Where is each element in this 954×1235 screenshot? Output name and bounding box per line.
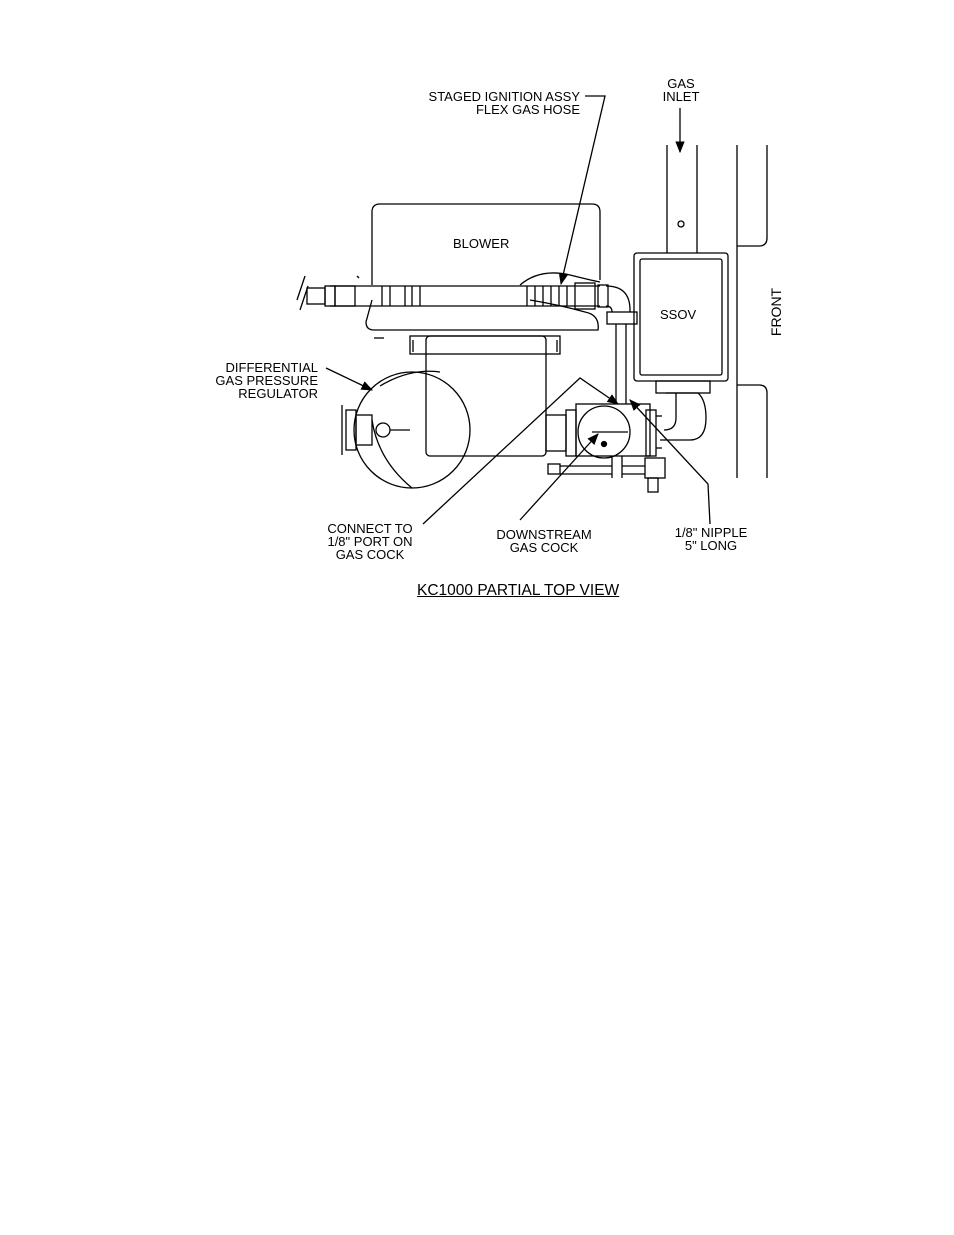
- pressure-regulator: [342, 371, 470, 488]
- downstream-label: DOWNSTREAM GAS COCK: [490, 528, 598, 554]
- leader-lines: [326, 96, 710, 524]
- blower-motor: [374, 336, 560, 456]
- gas-inlet-line2: INLET: [660, 90, 702, 103]
- ssov-label: SSOV: [660, 308, 696, 321]
- ssov-valve: [634, 253, 728, 440]
- gas-inlet-label: GAS INLET: [660, 77, 702, 103]
- staged-ignition-line2: FLEX GAS HOSE: [429, 103, 580, 116]
- staged-ignition-label: STAGED IGNITION ASSY FLEX GAS HOSE: [429, 90, 580, 116]
- frame-rails: [737, 145, 767, 478]
- nipple-line2: 5" LONG: [668, 539, 754, 552]
- hose-end-fitting: [297, 276, 359, 310]
- connect-to-label: CONNECT TO 1/8" PORT ON GAS COCK: [318, 522, 422, 561]
- differential-line3: REGULATOR: [215, 387, 318, 400]
- gas-inlet-pipe: [667, 145, 697, 253]
- blower-label: BLOWER: [453, 237, 509, 250]
- differential-label: DIFFERENTIAL GAS PRESSURE REGULATOR: [215, 361, 318, 400]
- nipple-label: 1/8" NIPPLE 5" LONG: [668, 526, 754, 552]
- connect-to-line3: GAS COCK: [318, 548, 422, 561]
- figure-title: KC1000 PARTIAL TOP VIEW: [417, 582, 619, 600]
- downstream-line2: GAS COCK: [490, 541, 598, 554]
- downstream-gas-cock: [546, 404, 665, 492]
- front-label: FRONT: [768, 288, 784, 336]
